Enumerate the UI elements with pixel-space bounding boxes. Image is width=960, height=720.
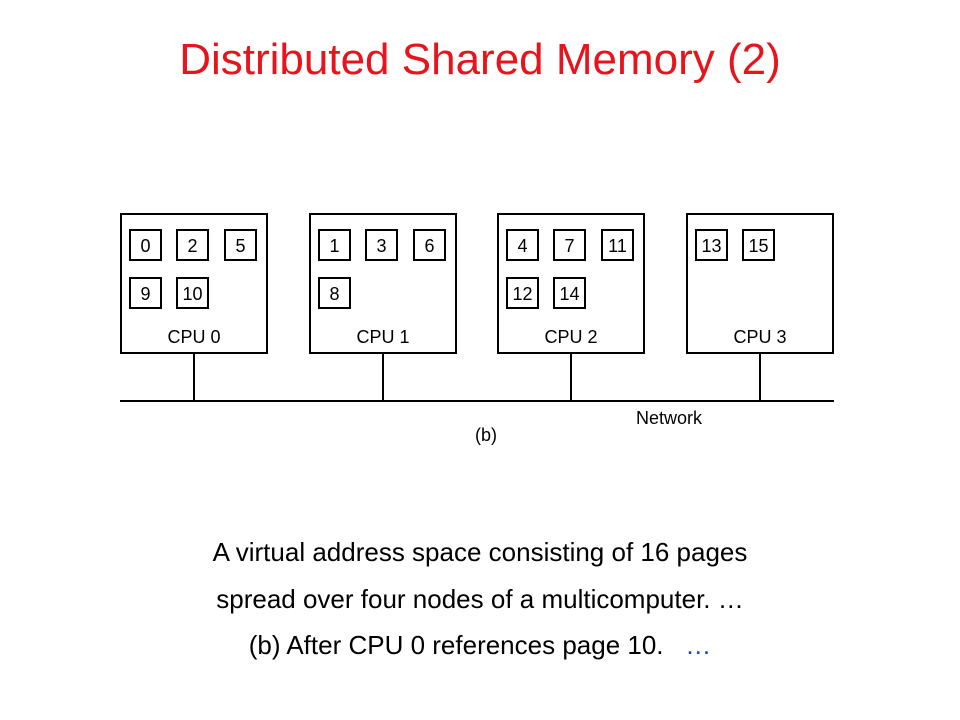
page-box: [318, 277, 351, 309]
page-number: 7: [564, 236, 574, 256]
page-number: 4: [517, 236, 527, 256]
caption-line-2: spread over four nodes of a multicompute…: [216, 584, 744, 614]
page-box: [506, 277, 539, 309]
caption-ellipsis: …: [685, 630, 712, 660]
page-box: [553, 277, 586, 309]
page-box: [129, 229, 162, 261]
caption-line-1: A virtual address space consisting of 16…: [212, 537, 748, 567]
page-number: 0: [140, 236, 150, 256]
page-number: 11: [608, 236, 627, 256]
page-number: 15: [748, 236, 768, 256]
cpu-label: CPU 0: [167, 327, 220, 347]
page-number: 2: [187, 236, 197, 256]
page-box: [176, 277, 209, 309]
figure-label: (b): [475, 425, 497, 445]
page-box: [129, 277, 162, 309]
page-box: [365, 229, 398, 261]
page-box: [176, 229, 209, 261]
page-box: [318, 229, 351, 261]
page-box: [224, 229, 257, 261]
page-number: 12: [512, 284, 532, 304]
page-box: [742, 229, 775, 261]
page-box: [506, 229, 539, 261]
page-number: 10: [182, 284, 202, 304]
cpu-label: CPU 2: [544, 327, 597, 347]
page-number: 8: [329, 284, 339, 304]
page-number: 3: [376, 236, 386, 256]
caption-line-3-text: (b) After CPU 0 references page 10.: [248, 630, 664, 660]
cpu-label: CPU 3: [733, 327, 786, 347]
slide-title: Distributed Shared Memory (2): [179, 35, 781, 84]
page-number: 1: [329, 236, 339, 256]
page-box: [553, 229, 586, 261]
page-box: [601, 229, 634, 261]
caption-line-3: (b) After CPU 0 references page 10. …: [0, 630, 960, 660]
network-label: Network: [636, 408, 703, 428]
page-number: 14: [559, 284, 579, 304]
page-number: 5: [235, 236, 245, 256]
cpu-label: CPU 1: [356, 327, 409, 347]
page-number: 13: [701, 236, 721, 256]
page-box: [413, 229, 446, 261]
page-box: [695, 229, 728, 261]
page-number: 6: [424, 236, 434, 256]
page-number: 9: [140, 284, 150, 304]
